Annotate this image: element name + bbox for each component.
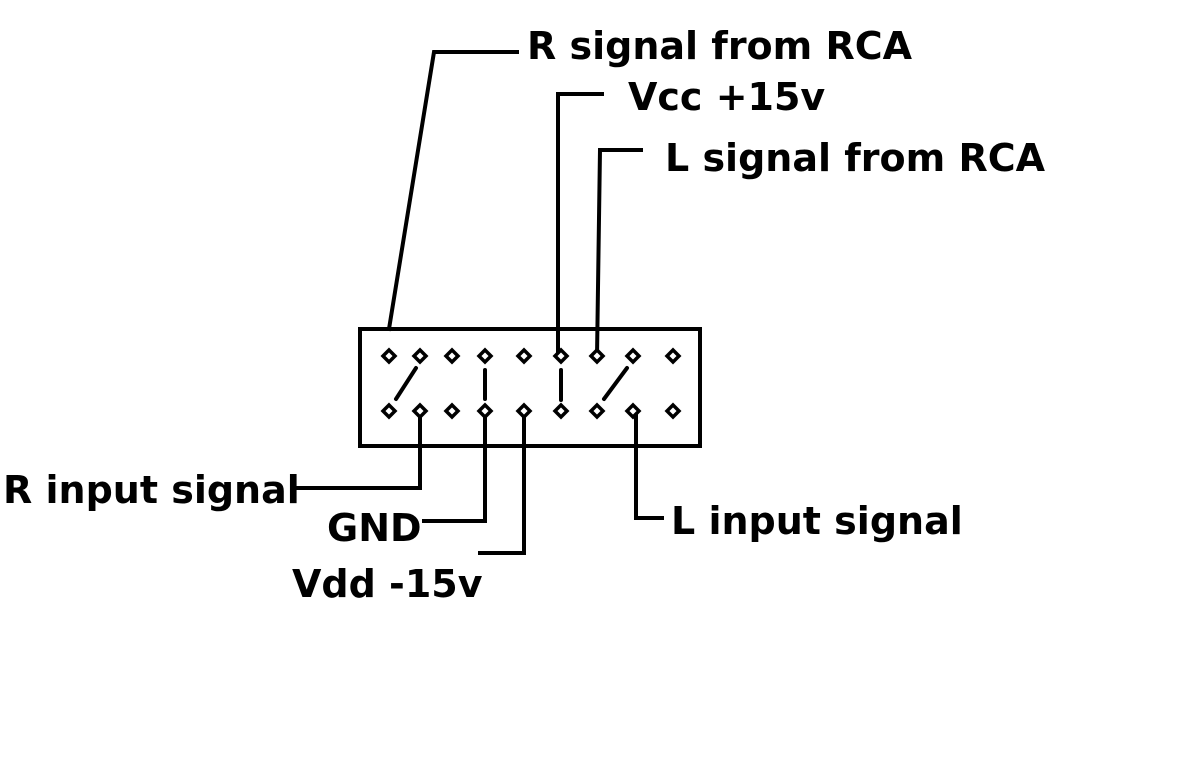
header-pin-r1-c5 [515, 347, 533, 365]
header-pin-r1-c1 [380, 347, 398, 365]
r-signal-from-rca-wire [386, 50, 519, 332]
r-input-signal-label: R input signal [3, 468, 300, 512]
header-pin-r1-c4 [476, 347, 494, 365]
vcc-label: Vcc +15v [628, 75, 826, 119]
pin-header [358, 327, 702, 448]
gnd-label: GND [327, 506, 422, 550]
header-pin-r2-c8 [624, 402, 642, 420]
header-pin-r1-c3 [443, 347, 461, 365]
r-channel-jumper [394, 366, 418, 401]
header-pin-r2-c1 [380, 402, 398, 420]
header-pin-r2-c4 [476, 402, 494, 420]
header-pin-r2-c3 [443, 402, 461, 420]
header-pin-r1-c6 [552, 347, 570, 365]
header-pin-r1-c8 [624, 347, 642, 365]
header-pin-r2-c6 [552, 402, 570, 420]
header-pin-r2-c2 [411, 402, 429, 420]
header-pins [380, 347, 682, 420]
r-signal-from-rca-label: R signal from RCA [527, 24, 913, 68]
header-pin-r1-c7 [588, 347, 606, 365]
header-pin-r2-c7 [588, 402, 606, 420]
header-pin-r2-c5 [515, 402, 533, 420]
vdd-label: Vdd -15v [292, 562, 483, 606]
l-signal-from-rca-wire [594, 148, 643, 359]
r-input-signal-wire [296, 409, 422, 490]
vcc-wire [556, 92, 604, 358]
vdd-wire [478, 409, 526, 555]
header-pin-r2-c9 [664, 402, 682, 420]
l-signal-from-rca-label: L signal from RCA [665, 136, 1045, 180]
l-channel-jumper [602, 366, 629, 401]
l-input-signal-wire [634, 409, 664, 520]
gnd-wire [422, 409, 487, 523]
l-input-signal-label: L input signal [671, 499, 963, 543]
header-pin-r1-c2 [411, 347, 429, 365]
header-pin-r1-c9 [664, 347, 682, 365]
